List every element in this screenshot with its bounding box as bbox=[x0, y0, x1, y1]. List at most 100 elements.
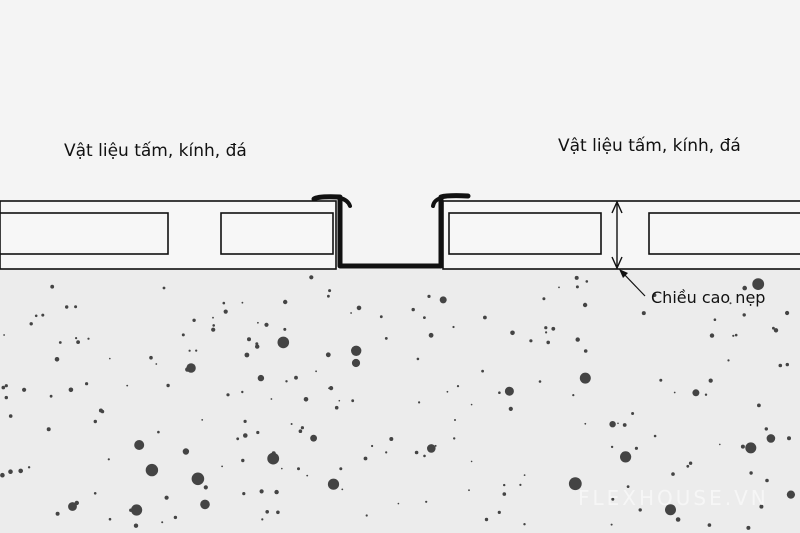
aggregate-speck bbox=[692, 389, 700, 397]
aggregate-speck bbox=[626, 485, 630, 488]
aggregate-speck bbox=[22, 387, 27, 392]
aggregate-speck bbox=[257, 321, 259, 324]
aggregate-speck bbox=[673, 391, 676, 394]
aggregate-speck bbox=[575, 337, 580, 342]
aggregate-speck bbox=[257, 374, 265, 382]
left-trim-flange-hook bbox=[338, 196, 352, 208]
aggregate-speck bbox=[285, 380, 288, 383]
aggregate-speck bbox=[76, 340, 80, 344]
aggregate-speck bbox=[544, 326, 548, 330]
aggregate-speck bbox=[519, 483, 522, 486]
aggregate-speck bbox=[778, 363, 783, 368]
aggregate-speck bbox=[734, 333, 738, 337]
material-label-right: Vật liệu tấm, kính, đá bbox=[558, 136, 741, 156]
aggregate-speck bbox=[298, 429, 303, 434]
aggregate-speck bbox=[423, 316, 426, 319]
aggregate-speck bbox=[508, 406, 513, 411]
aggregate-speck bbox=[161, 521, 164, 524]
aggregate-speck bbox=[622, 423, 627, 427]
aggregate-speck bbox=[665, 504, 676, 516]
aggregate-speck bbox=[327, 478, 340, 490]
aggregate-speck bbox=[659, 378, 663, 382]
aggregate-speck bbox=[294, 375, 298, 380]
aggregate-speck bbox=[583, 349, 588, 353]
aggregate-speck bbox=[468, 489, 470, 492]
aggregate-speck bbox=[261, 518, 264, 521]
aggregate-speck bbox=[29, 322, 33, 326]
aggregate-speck bbox=[243, 419, 247, 423]
aggregate-speck bbox=[787, 436, 791, 441]
aggregate-speck bbox=[270, 398, 273, 400]
aggregate-speck bbox=[327, 294, 330, 298]
aggregate-speck bbox=[338, 399, 341, 402]
aggregate-speck bbox=[653, 434, 657, 438]
left-tile-inner-slot-1 bbox=[0, 212, 169, 255]
aggregate-speck bbox=[200, 499, 210, 510]
aggregate-speck bbox=[134, 440, 145, 450]
aggregate-speck bbox=[456, 385, 460, 388]
aggregate-speck bbox=[759, 504, 764, 509]
aggregate-speck bbox=[173, 515, 178, 520]
aggregate-speck bbox=[133, 523, 139, 528]
aggregate-speck bbox=[255, 342, 259, 346]
aggregate-speck bbox=[74, 500, 80, 506]
aggregate-speck bbox=[503, 483, 506, 487]
aggregate-speck bbox=[719, 443, 721, 446]
aggregate-speck bbox=[256, 430, 260, 435]
aggregate-speck bbox=[221, 465, 224, 468]
aggregate-speck bbox=[145, 463, 159, 477]
aggregate-speck bbox=[68, 502, 77, 511]
aggregate-speck bbox=[385, 451, 388, 454]
aggregate-speck bbox=[688, 461, 693, 465]
aggregate-speck bbox=[384, 337, 388, 340]
aggregate-speck bbox=[638, 508, 642, 512]
aggregate-speck bbox=[188, 349, 191, 352]
aggregate-speck bbox=[585, 280, 589, 283]
aggregate-speck bbox=[707, 523, 712, 527]
aggregate-speck bbox=[546, 340, 550, 345]
aggregate-speck bbox=[371, 444, 374, 448]
aggregate-speck bbox=[108, 517, 112, 521]
aggregate-speck bbox=[356, 305, 362, 311]
aggregate-speck bbox=[652, 293, 657, 297]
aggregate-speck bbox=[241, 390, 244, 394]
aggregate-speck bbox=[283, 327, 287, 331]
aggregate-speck bbox=[542, 297, 546, 301]
aggregate-speck bbox=[129, 508, 133, 512]
aggregate-speck bbox=[351, 345, 362, 356]
aggregate-speck bbox=[504, 386, 514, 396]
aggregate-speck bbox=[265, 510, 270, 514]
aggregate-speck bbox=[497, 510, 501, 514]
aggregate-speck bbox=[222, 301, 226, 305]
aggregate-speck bbox=[191, 472, 205, 486]
aggregate-speck bbox=[483, 315, 487, 320]
aggregate-speck bbox=[523, 523, 526, 526]
aggregate-speck bbox=[55, 511, 60, 516]
aggregate-speck bbox=[306, 474, 309, 477]
aggregate-speck bbox=[416, 357, 420, 361]
aggregate-speck bbox=[74, 305, 78, 309]
aggregate-speck bbox=[446, 390, 449, 393]
aggregate-speck bbox=[211, 327, 216, 332]
aggregate-speck bbox=[309, 275, 314, 280]
aggregate-speck bbox=[379, 315, 383, 319]
aggregate-speck bbox=[131, 504, 143, 516]
aggregate-speck bbox=[68, 387, 74, 393]
aggregate-speck bbox=[350, 312, 352, 314]
aggregate-speck bbox=[100, 409, 105, 414]
aggregate-speck bbox=[510, 330, 515, 336]
aggregate-speck bbox=[181, 333, 185, 337]
concrete-substrate bbox=[0, 269, 800, 533]
aggregate-speck bbox=[267, 452, 280, 465]
leader-arrowhead bbox=[619, 269, 628, 278]
aggregate-speck bbox=[329, 386, 334, 391]
aggregate-speck bbox=[75, 337, 78, 340]
aggregate-speck bbox=[281, 467, 283, 470]
aggregate-speck bbox=[425, 500, 428, 503]
aggregate-speck bbox=[87, 337, 90, 340]
aggregate-speck bbox=[195, 349, 198, 352]
aggregate-speck bbox=[93, 492, 97, 495]
aggregate-speck bbox=[675, 517, 681, 522]
right-tile-inner-slot-2 bbox=[648, 212, 800, 255]
aggregate-speck bbox=[609, 421, 616, 428]
